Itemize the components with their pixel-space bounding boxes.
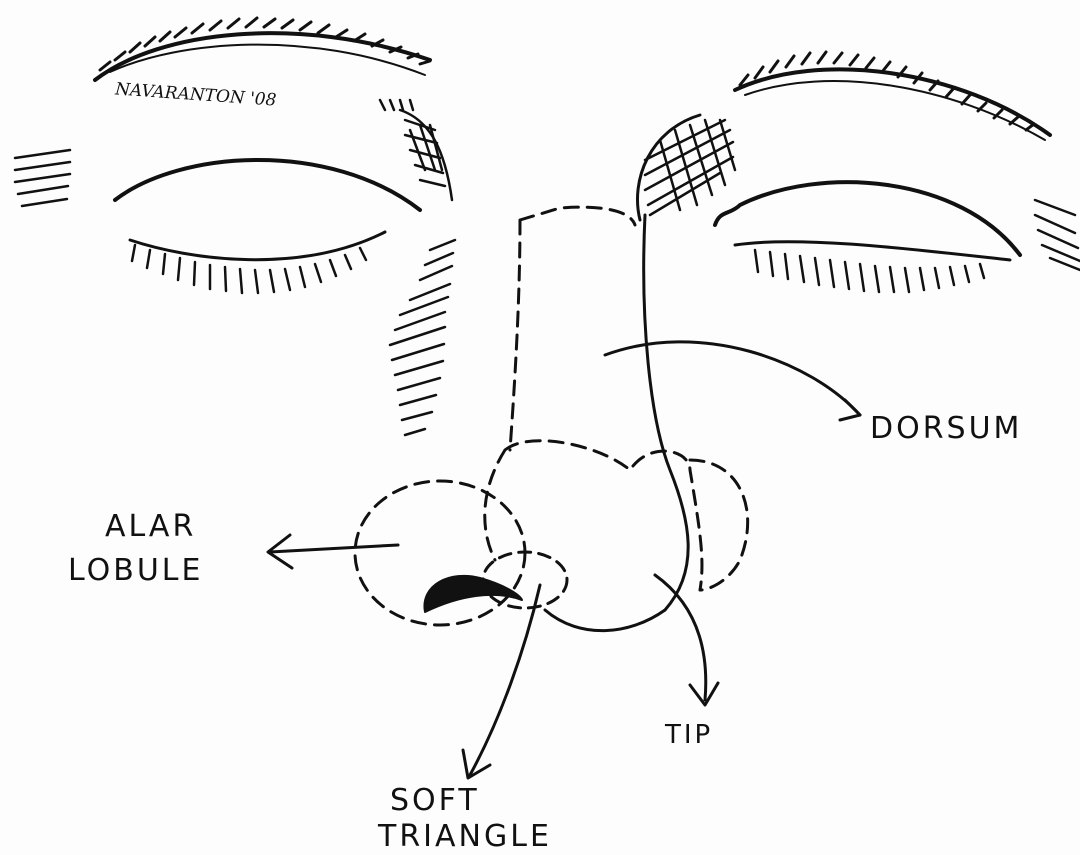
left-eyebrow [95,18,430,80]
tip-dashed-outline [485,441,702,590]
alar-lobule-label-line2: LOBULE [68,556,203,586]
left-nasal-sidewall-hatching [380,100,455,435]
dorsum-dashed-outline [510,207,635,450]
right-eyebrow [735,52,1050,140]
tip-label: TIP [665,722,713,748]
dorsum-arrow [605,342,860,420]
columella-line [545,610,665,631]
dorsum-label: DORSUM [870,414,1022,444]
right-eye [715,182,1020,292]
left-temple-hatching [15,150,70,206]
right-nasal-sidewall [638,115,736,610]
alar-lobule-label-line1: ALAR [105,512,196,542]
soft-triangle-label-line2: TRIANGLE [378,822,552,852]
soft-triangle-label-line1: SOFT [390,786,480,816]
right-temple-hatching [1035,200,1080,270]
soft-triangle-arrow [463,585,540,778]
left-eye [115,160,420,293]
alar-lobule-arrow [268,535,398,568]
tip-arrow [655,575,718,705]
